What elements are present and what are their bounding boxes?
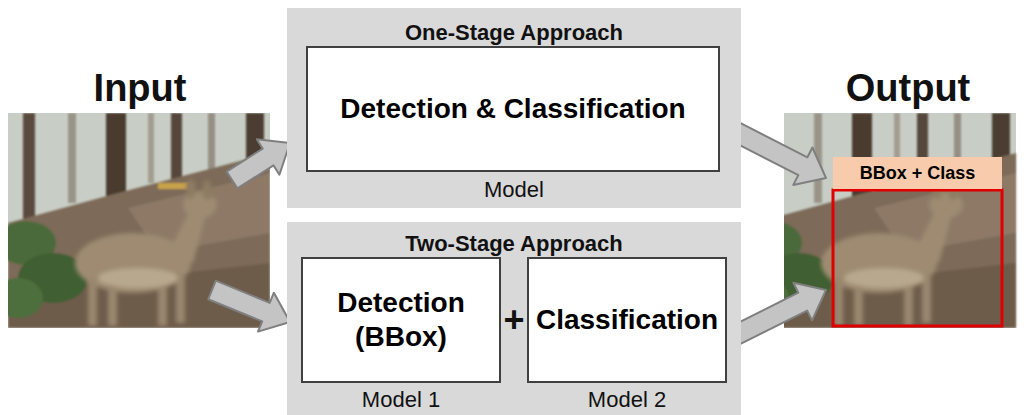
panel-heading: One-Stage Approach (287, 20, 741, 46)
output-tag: BBox + Class (833, 157, 1002, 189)
box-label: Classification (536, 303, 718, 337)
block-arrow (731, 123, 826, 185)
box-label: Detection (BBox) (309, 286, 493, 354)
tag-label: BBox + Class (860, 162, 976, 184)
model-caption: Model (484, 177, 544, 203)
box-label: Detection & Classification (340, 92, 685, 126)
block-arrow (227, 139, 290, 188)
io-heading: Output (846, 66, 971, 111)
model-box: Detection (BBox) (301, 257, 501, 383)
model-box: Detection & Classification (306, 46, 720, 172)
model-caption: Model 1 (362, 387, 440, 413)
io-heading: Input (94, 66, 187, 111)
block-arrow (208, 281, 290, 332)
bounding-box (833, 190, 1002, 326)
model-box: Classification (527, 257, 727, 383)
model-caption: Model 2 (588, 387, 666, 413)
plus-sign: + (503, 299, 524, 341)
block-arrow (732, 283, 827, 344)
panel-heading: Two-Stage Approach (287, 231, 741, 257)
